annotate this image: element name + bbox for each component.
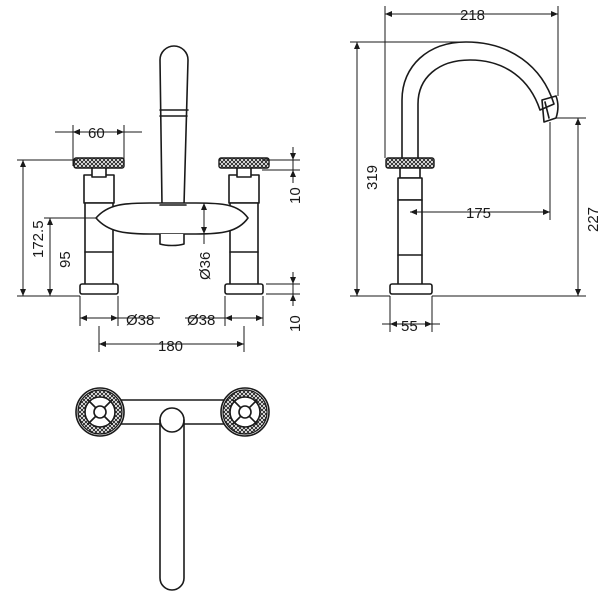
dim-spout-outlet-height: 227 xyxy=(585,207,600,232)
dim-base-depth: 55 xyxy=(401,318,418,335)
side-knurled-knob xyxy=(385,157,435,169)
front-spout-riser xyxy=(159,45,189,206)
dim-spout-overall-length: 218 xyxy=(460,7,485,24)
plan-right-handle xyxy=(220,387,270,437)
dim-body-diameter: Ø36 xyxy=(197,252,214,280)
dim-centres: 180 xyxy=(158,338,183,355)
dim-total-height: 172.5 xyxy=(30,220,47,258)
dim-deck-thickness: 10 xyxy=(287,315,304,332)
plan-left-handle xyxy=(75,387,125,437)
front-view xyxy=(73,45,270,295)
dim-spout-reach: 175 xyxy=(466,205,491,222)
front-outlet-nozzle xyxy=(159,234,185,247)
dim-right-base-diameter: Ø38 xyxy=(187,312,215,329)
plan-view xyxy=(75,387,270,591)
dim-body-height: 95 xyxy=(57,251,74,268)
side-view xyxy=(385,41,559,295)
front-spout-outlet-ring xyxy=(159,109,189,117)
side-dimensions: 218 319 175 227 55 xyxy=(350,6,600,335)
front-right-knurled-knob xyxy=(218,157,270,169)
front-bridge-body xyxy=(95,202,249,235)
front-left-knurled-knob xyxy=(73,157,125,169)
dim-handle-spacing: 60 xyxy=(88,125,105,142)
plan-spout xyxy=(159,407,185,591)
side-gooseneck-spout xyxy=(401,41,555,161)
dim-left-base-diameter: Ø38 xyxy=(126,312,154,329)
front-dimensions: 60 172.5 95 10 Ø36 10 xyxy=(17,125,304,355)
dim-side-total-height: 319 xyxy=(364,165,381,190)
dim-upper-offset: 10 xyxy=(287,187,304,204)
